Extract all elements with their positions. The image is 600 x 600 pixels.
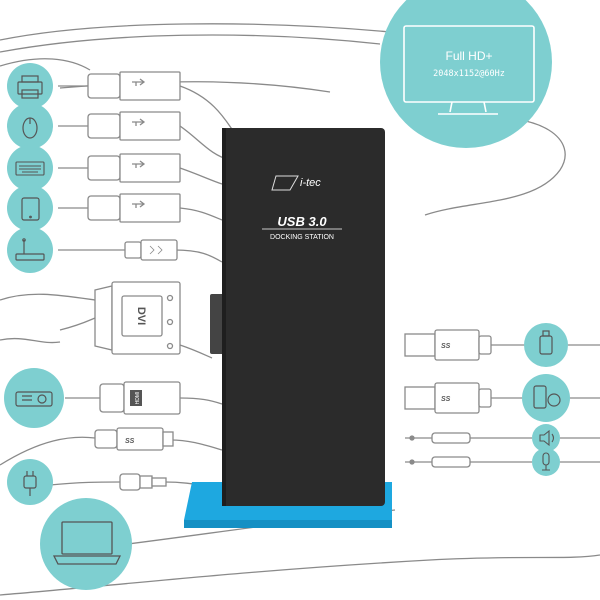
cable-dvi-right — [179, 344, 213, 359]
dvi-label: DVI — [135, 307, 147, 325]
cable-ssb-right — [169, 439, 223, 451]
usb3-plugs-right: SS SS — [404, 329, 492, 414]
dock-stand-edge — [184, 520, 392, 528]
usb-plug-icon — [58, 71, 181, 101]
cable-eth — [174, 249, 223, 263]
usb-flash-icon — [539, 330, 553, 355]
left-device-router — [7, 227, 53, 273]
i-tec-logo-icon — [271, 175, 299, 191]
usb-plug-icon — [58, 193, 181, 223]
cable-dvi-left3 — [0, 337, 61, 344]
monitor-resolution: 2048x1152@60Hz — [433, 69, 505, 79]
dock-subtitle: DOCKING STATION — [270, 234, 334, 241]
cable-usb3 — [179, 167, 223, 185]
audio-jack-icon — [405, 432, 471, 444]
left-device-laptop — [40, 498, 132, 590]
monitor-group: Full HD+ 2048x1152@60Hz — [380, 0, 552, 148]
left-device-keyboard — [7, 145, 53, 191]
dc-jack-icon — [119, 473, 167, 491]
hdmi-plug-icon: HDMI — [99, 381, 181, 415]
printer-icon — [17, 75, 43, 99]
left-device-printer — [7, 63, 53, 109]
audio-jack-icon — [405, 456, 471, 468]
power-plug-icon — [23, 471, 37, 496]
hdmi-label: HDMI — [135, 392, 141, 405]
usb-b-plug-icon: SS — [94, 427, 174, 451]
keyboard-icon — [15, 161, 45, 176]
dock-body — [222, 128, 385, 506]
left-device-mouse — [7, 103, 53, 149]
usb-plug-icon — [58, 153, 181, 183]
monitor-circle — [380, 0, 552, 148]
usb-plugs-left — [58, 71, 181, 223]
dock-body-shade — [222, 128, 226, 506]
phone-icon — [533, 385, 561, 409]
cable-power — [49, 481, 121, 486]
cable-top-1 — [0, 23, 391, 41]
ethernet-plug-icon — [58, 239, 178, 261]
cable-dvi-left2 — [59, 317, 96, 331]
monitor-icon — [403, 25, 535, 115]
usb3-plug-icon: SS — [404, 329, 492, 361]
dock-brand: i-tec — [300, 177, 321, 189]
right-device-speaker — [532, 424, 560, 452]
left-device-power — [7, 459, 53, 505]
cable-top-2 — [0, 34, 381, 53]
mouse-icon — [22, 117, 38, 139]
usb3-ss-label-2: SS — [441, 396, 451, 403]
left-device-tablet — [7, 185, 53, 231]
right-device-phone — [522, 374, 570, 422]
cable-hdmi — [179, 397, 223, 405]
usb-b-ss-label: SS — [125, 438, 135, 445]
dvi-plug-icon: DVI — [94, 281, 181, 355]
cable-top-3 — [0, 58, 91, 71]
dock-side-port — [210, 294, 224, 354]
speaker-icon — [539, 429, 555, 447]
usb3-ss-label-1: SS — [441, 343, 451, 350]
router-icon — [15, 238, 45, 261]
cable-ssb-left — [0, 436, 96, 466]
dock-model: USB 3.0 — [277, 214, 327, 229]
usb3-plug-icon: SS — [404, 382, 492, 414]
microphone-icon — [542, 452, 550, 471]
audio-jacks-right — [405, 432, 471, 468]
right-device-microphone — [532, 448, 560, 476]
left-device-projector — [4, 368, 64, 428]
tablet-icon — [21, 197, 40, 221]
docking-station: i-tec USB 3.0 DOCKING STATION — [184, 128, 392, 528]
right-device-usb-flash — [524, 323, 568, 367]
laptop-icon — [52, 521, 122, 565]
monitor-title: Full HD+ — [445, 49, 492, 63]
projector-icon — [15, 391, 53, 407]
cable-dvi-left — [0, 293, 96, 301]
usb-plug-icon — [58, 111, 181, 141]
cable-usb4 — [179, 207, 223, 221]
